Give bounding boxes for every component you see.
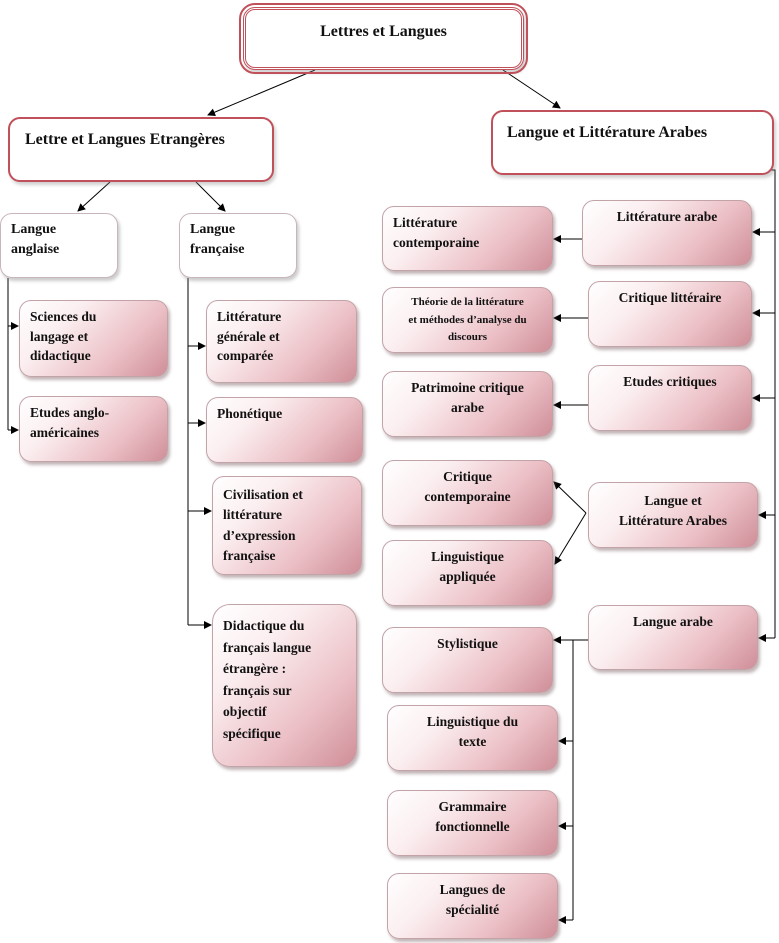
english-item-line: didactique [30, 348, 91, 364]
arabic-child-line: contemporaine [393, 234, 480, 250]
french-item-line: française [223, 547, 276, 563]
arabic-child-line: appliquée [439, 568, 496, 584]
arabic-child-line: Patrimoine critique [411, 380, 524, 395]
arabic-group-line: Critique littéraire [618, 290, 722, 305]
arabic-child-line: Théorie de la littérature [411, 296, 524, 308]
arabic-child-line: spécialité [445, 901, 500, 917]
french-title-line: Langue [190, 222, 236, 237]
edge-arabic-spine [750, 169, 776, 638]
arabic-child-line: discours [447, 331, 488, 344]
edge-root-left [207, 69, 316, 116]
arabic-group-arabic-language: Langue arabe [588, 605, 758, 670]
branch-foreign-languages: Lettre et Langues Etrangères [8, 117, 274, 182]
arabic-child-line: et méthodes d’analyse du [408, 313, 527, 326]
french-item-line: étrangère : [223, 661, 287, 677]
french-item-line: Phonétique [217, 406, 283, 421]
arabic-group-literary-criticism: Critique littéraire [588, 281, 752, 347]
arabic-group-line: Langue et [644, 493, 702, 508]
arabic-child-applied-linguistics: Linguistique appliquée [382, 540, 553, 606]
arabic-child-contemporary-literature: Littérature contemporaine [382, 206, 553, 271]
french-item-literature: Littérature générale et comparée [206, 300, 357, 383]
arabic-child-functional-grammar: Grammaire fonctionnelle [387, 790, 558, 856]
french-item-line: générale et [217, 328, 280, 344]
arabic-group-literature: Littérature arabe [582, 200, 752, 266]
french-item-line: objectif [223, 704, 267, 720]
french-item-line: Didactique du [223, 618, 305, 633]
arabic-child-line: Linguistique du [426, 714, 519, 729]
branch-foreign-languages-label: Lettre et Langues Etrangères [25, 131, 225, 148]
branch-arabic-label: Langue et Littérature Arabes [507, 124, 708, 141]
french-item-civilisation: Civilisation et littérature d’expression… [212, 476, 362, 575]
french-item-phonetics: Phonétique [206, 397, 363, 463]
arabic-child-line: Langues de [439, 882, 506, 897]
arabic-child-critical-heritage: Patrimoine critique arabe [382, 371, 553, 437]
arabic-child-line: Stylistique [437, 636, 498, 651]
arabic-child-line: Linguistique [431, 549, 504, 564]
arabic-child-line: fonctionnelle [435, 818, 510, 834]
french-item-line: français sur [223, 682, 292, 698]
arabic-group-line: Etudes critiques [623, 374, 717, 389]
english-item-anglo-american: Etudes anglo- américaines [19, 396, 168, 462]
edge-root-right [502, 69, 561, 109]
english-item-line: langage et [30, 328, 89, 344]
english-item-linguistics: Sciences du langage et didactique [19, 300, 168, 377]
english-item-line: américaines [30, 424, 99, 440]
english-title-line: anglaise [11, 242, 60, 258]
arabic-group-language-literature: Langue et Littérature Arabes [588, 482, 758, 548]
english-item-line: Sciences du [30, 309, 97, 324]
root-label: Lettres et Langues [320, 23, 447, 40]
french-item-line: littérature [223, 507, 282, 523]
arabic-child-stylistics: Stylistique [382, 627, 553, 693]
arabic-child-text-linguistics: Linguistique du texte [387, 705, 558, 771]
french-title-line: française [190, 242, 245, 258]
arabic-group-critical-studies: Etudes critiques [588, 365, 752, 431]
edge-lla-child-1 [553, 481, 587, 514]
arabic-child-contemporary-criticism: Critique contemporaine [382, 460, 553, 526]
edge-lla-child-2 [554, 512, 587, 565]
french-node: Langue française [179, 213, 297, 278]
arabic-child-literary-theory: Théorie de la littérature et méthodes d’… [382, 287, 553, 353]
french-item-line: d’expression [223, 527, 296, 543]
arabic-group-line: Littérature arabe [616, 209, 718, 224]
branch-arabic: Langue et Littérature Arabes [491, 110, 774, 175]
edge-left-english [77, 181, 111, 212]
edge-left-french [195, 181, 226, 212]
arabic-child-specialty-languages: Langues de spécialité [387, 873, 558, 939]
arabic-child-line: texte [458, 733, 487, 749]
french-item-line: spécifique [223, 725, 281, 741]
english-item-line: Etudes anglo- [30, 405, 110, 420]
arabic-child-line: contemporaine [424, 488, 511, 504]
arabic-child-line: Littérature [393, 215, 458, 230]
french-item-line: comparée [217, 348, 274, 364]
arabic-group-line: Littérature Arabes [618, 512, 728, 528]
arabic-group-line: Langue arabe [633, 614, 713, 629]
english-title-line: Langue [11, 222, 57, 237]
french-item-line: Civilisation et [223, 487, 303, 502]
french-item-didactics: Didactique du français langue étrangère … [212, 604, 357, 767]
arabic-child-line: Grammaire [438, 799, 507, 814]
arabic-child-line: Critique [443, 469, 492, 484]
arabic-child-line: arabe [451, 399, 484, 415]
french-item-line: Littérature [217, 309, 282, 324]
root-node: Lettres et Langues [239, 3, 528, 74]
french-item-line: français langue [223, 639, 312, 655]
english-node: Langue anglaise [0, 213, 118, 278]
